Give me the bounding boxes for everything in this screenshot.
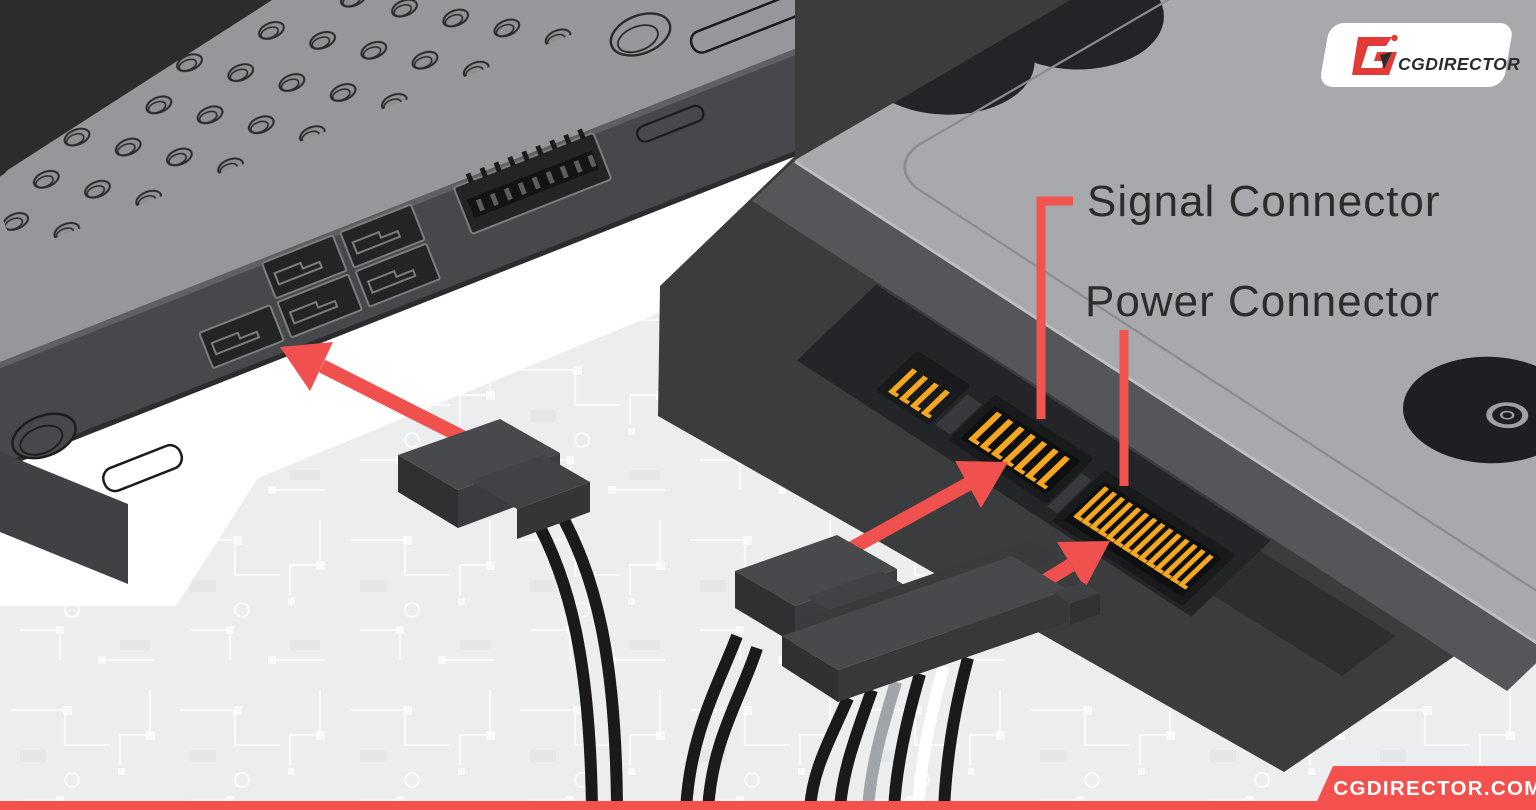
- drive-base-notch: [1198, 546, 1396, 676]
- power-connector-label: Power Connector: [1085, 277, 1440, 326]
- power-connector-part: [1052, 471, 1235, 606]
- jumper-block: [876, 351, 970, 425]
- sata-port: [198, 304, 285, 369]
- edge-band-lip: [0, 6, 905, 397]
- drive-connector-recess: [797, 284, 1271, 617]
- drive-side-bevel: [752, 160, 1536, 691]
- edge-band-shadow: [0, 94, 940, 485]
- sata-port: [339, 204, 426, 269]
- edge-slot: [689, 0, 853, 54]
- cable: [550, 502, 623, 810]
- cable: [804, 695, 854, 810]
- band-slot: [636, 104, 705, 143]
- cable: [938, 656, 974, 810]
- logo-wordmark: CGDIRECTOR: [1398, 54, 1520, 74]
- screw-hole: [609, 12, 672, 57]
- cable-white: [912, 664, 950, 810]
- footer-site-text: CGDIRECTOR.COM: [1333, 777, 1536, 800]
- sata-data-cable-a: [398, 419, 623, 810]
- footer-strip: [0, 801, 1536, 810]
- sata-port: [355, 243, 441, 308]
- footer-site-banner: CGDIRECTOR.COM: [1313, 766, 1536, 810]
- cable: [888, 672, 926, 810]
- sata-port: [261, 234, 348, 299]
- mounting-block: [0, 412, 184, 584]
- cgdirector-logo: CGDIRECTOR: [1320, 23, 1520, 87]
- cable: [834, 687, 878, 810]
- cable: [680, 633, 743, 810]
- signal-connector-label: Signal Connector: [1087, 177, 1441, 226]
- sata-power-cable: [782, 540, 1100, 810]
- vent-holes: [0, 0, 584, 254]
- pin-header: [453, 128, 612, 235]
- signal-connector-line: [1036, 196, 1073, 419]
- motherboard-illustration: [0, 0, 942, 485]
- plate-inset-line: [903, 0, 1536, 666]
- signal-connector-part: [949, 395, 1093, 504]
- sata-port: [276, 273, 363, 338]
- cable: [528, 513, 598, 810]
- hard-drive-illustration: [658, 0, 1536, 772]
- drive-top-opening: [986, 0, 1164, 70]
- cable-gray: [862, 680, 902, 810]
- logo-g-icon: CGDIRECTOR: [1352, 34, 1520, 75]
- cable: [702, 646, 763, 810]
- plate-edge-highlight: [794, 160, 1536, 645]
- dark-corner-panel: [0, 0, 272, 175]
